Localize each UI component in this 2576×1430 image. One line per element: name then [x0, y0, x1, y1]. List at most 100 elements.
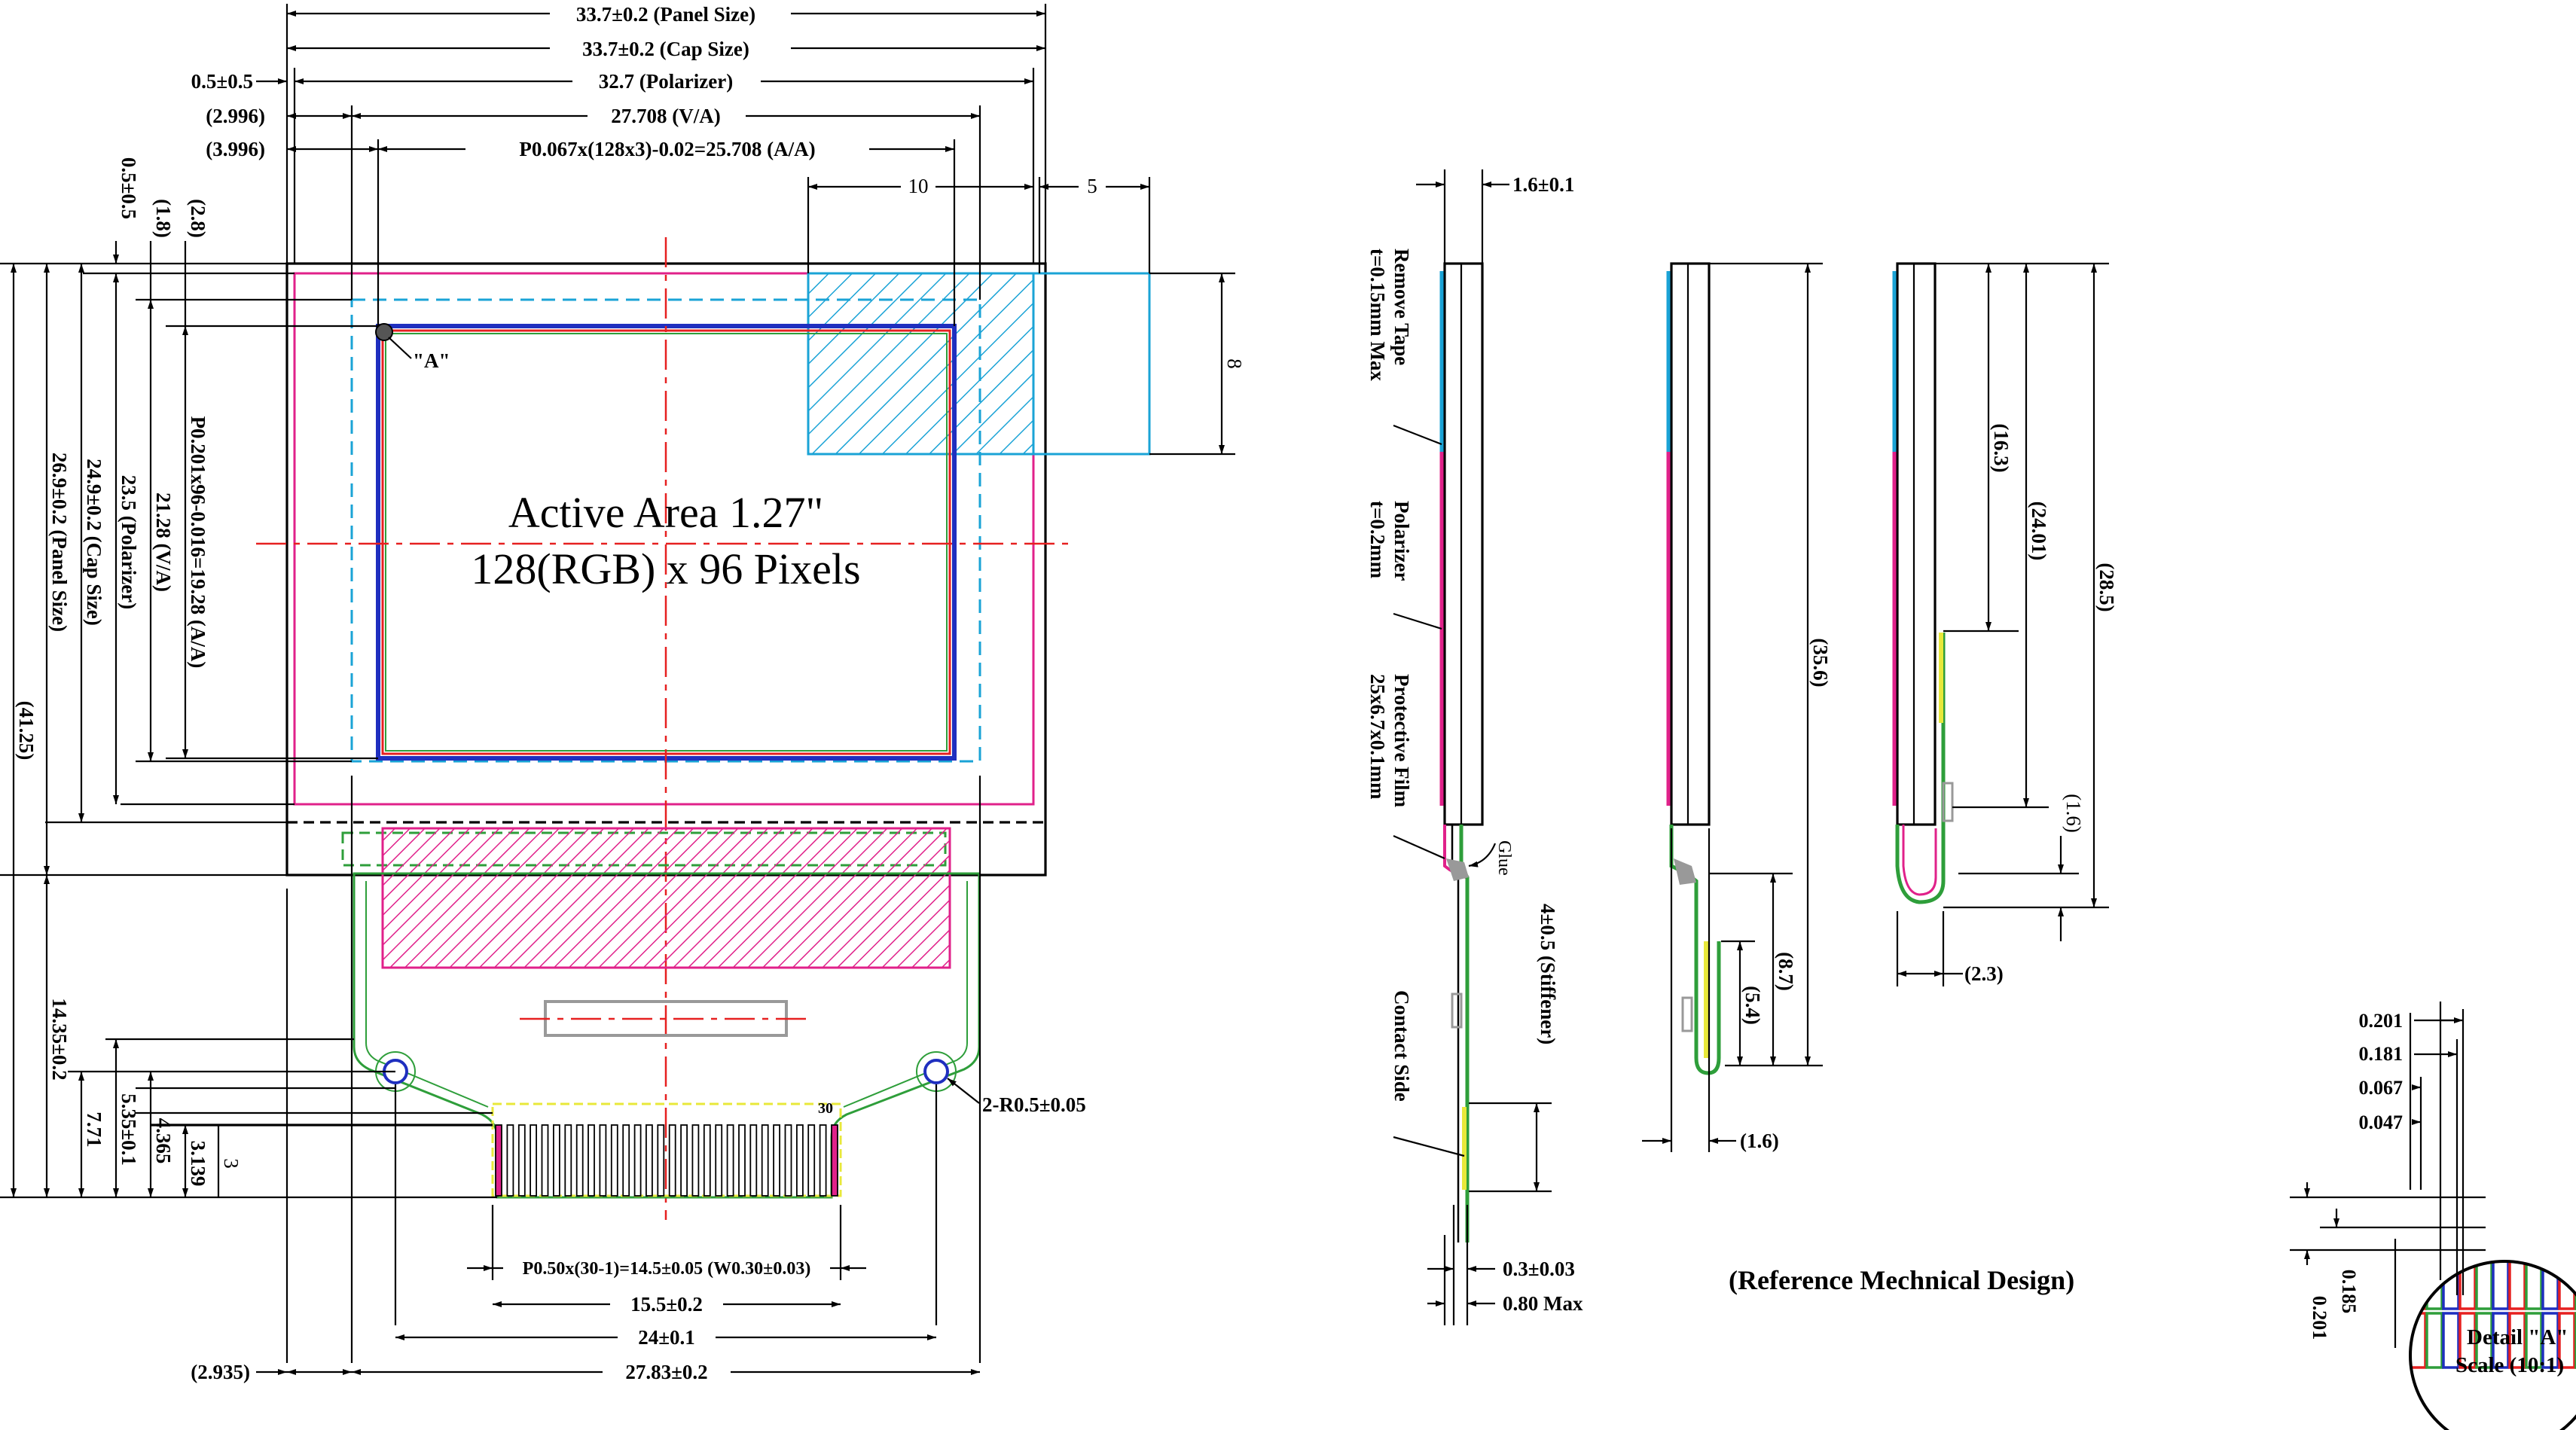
detail-subpixel: [2458, 1312, 2477, 1369]
contact-pin: [657, 1124, 665, 1197]
dim-fpc-535: 5.35±0.1: [118, 1093, 140, 1166]
contact-pad-area: [491, 1102, 842, 1197]
detail-subpixel: [2559, 1196, 2574, 1250]
detail-subpixel: [2410, 1261, 2427, 1310]
contact-pin: [703, 1124, 711, 1197]
dim-cap-width: 33.7±0.2 (Cap Size): [582, 38, 749, 60]
dim-pin-span: 15.5±0.2: [630, 1293, 703, 1316]
detail-subpixel: [2458, 1261, 2477, 1310]
detail-subpixel: [2442, 1312, 2460, 1369]
detail-subpixel: [2477, 1196, 2492, 1250]
contact-pin: [622, 1124, 630, 1197]
contact-pins: [495, 1124, 838, 1197]
detail-subpixel: [2493, 1196, 2508, 1250]
contact-pin: [691, 1124, 700, 1197]
remove-tape-hatch: [807, 272, 1035, 456]
contact-pin: [610, 1124, 618, 1197]
dim-side2-54: (5.4): [1741, 986, 1764, 1025]
dim-side3-285: (28.5): [2095, 563, 2118, 611]
detail-subpixel: [2558, 1312, 2576, 1369]
contact-pin: [773, 1124, 780, 1197]
dimensions-front: 33.7±0.2 (Panel Size) 33.7±0.2 (Cap Size…: [0, 2, 1246, 1383]
dim-aa-width: P0.067x(128x3)-0.02=25.708 (A/A): [519, 138, 815, 160]
detail-dim-v185: 0.185: [2338, 1270, 2360, 1314]
reference-caption: (Reference Mechnical Design): [1729, 1265, 2074, 1295]
dim-cap-height: 24.9±0.2 (Cap Size): [83, 459, 105, 626]
dim-left-top-2: (2.8): [187, 199, 209, 238]
dim-side2-87: (8.7): [1775, 952, 1797, 991]
detail-subpixel: [2492, 1261, 2510, 1310]
label-glue: Glue: [1494, 840, 1514, 876]
contact-pin: [807, 1124, 816, 1197]
detail-subpixel: [2541, 1261, 2559, 1310]
detail-subpixel: [2526, 1196, 2541, 1250]
detail-scale: Scale (10:1): [2455, 1353, 2564, 1377]
label-protective-film-spec: 25x6.7x0.1mm: [1366, 674, 1389, 800]
label-stiffener: 4±0.5 (Stiffener): [1537, 904, 1559, 1044]
label-polarizer-spec: t=0.2mm: [1366, 501, 1389, 579]
front-view: "A" Active Area 1.27" 128(RGB) x 96 Pixe…: [151, 237, 1151, 1220]
dim-fpc-thickness: 0.3±0.03: [1503, 1258, 1575, 1280]
dim-fpc-4365: 4.365: [152, 1118, 175, 1164]
dim-max-thickness: 0.80 Max: [1503, 1292, 1583, 1315]
dim-side3-2401: (24.01): [2028, 502, 2050, 561]
dim-fpc-3139: 3.139: [187, 1141, 209, 1187]
detail-subpixel: [2508, 1261, 2526, 1310]
dim-left-top-1: (1.8): [152, 199, 175, 238]
detail-subpixel: [2510, 1196, 2525, 1250]
contact-pin: [796, 1124, 804, 1197]
dim-pin-pitch: P0.50x(30-1)=14.5±0.05 (W0.30±0.03): [523, 1259, 811, 1279]
dim-fpc-771: 7.71: [83, 1111, 105, 1147]
label-protective-film: Protective Film: [1390, 674, 1413, 808]
label-remove-tape: Remove Tape: [1390, 248, 1413, 365]
dim-pol-height: 23.5 (Polarizer): [118, 475, 140, 609]
contact-pin: [749, 1124, 758, 1197]
dim-panel-height: 26.9±0.2 (Panel Size): [48, 453, 71, 632]
dim-hatch-width: 10: [908, 175, 929, 197]
side-view-2: (35.6) (8.7) (5.4) (1.6): [1642, 262, 1832, 1152]
active-area-resolution: 128(RGB) x 96 Pixels: [471, 544, 860, 593]
detail-dim-067: 0.067: [2359, 1077, 2404, 1099]
dim-panel-width: 33.7±0.2 (Panel Size): [576, 3, 755, 26]
contact-pin: [726, 1124, 734, 1197]
detail-subpixel: [2543, 1196, 2558, 1250]
detail-dim-201: 0.201: [2359, 1010, 2404, 1032]
detail-title: Detail "A": [2467, 1325, 2568, 1349]
dim-side-thickness: 1.6±0.1: [1512, 173, 1574, 196]
dim-side2-height: (35.6): [1809, 638, 1832, 687]
active-area-title: Active Area 1.27": [508, 488, 823, 537]
contact-pin: [819, 1124, 827, 1197]
contact-pin: [761, 1124, 769, 1197]
dim-va-width: 27.708 (V/A): [611, 105, 720, 127]
dim-aa-offset: (3.996): [206, 138, 265, 160]
dim-polarizer-offset: 0.5±0.5: [191, 70, 253, 93]
detail-subpixel: [2475, 1261, 2493, 1310]
dim-polarizer-width: 32.7 (Polarizer): [599, 70, 733, 93]
detail-subpixel: [2425, 1312, 2443, 1369]
dim-side3-16: (1.6): [2062, 794, 2085, 833]
contact-pin: [588, 1124, 595, 1197]
contact-pin: [715, 1124, 723, 1197]
dim-fpc-3: 3: [220, 1158, 243, 1169]
dim-hole-span: 24±0.1: [638, 1326, 695, 1349]
contact-pin: [599, 1124, 607, 1197]
point-a-marker: [375, 323, 393, 341]
dim-side3-163: (16.3): [1990, 423, 2013, 472]
dim-hatch-height: 8: [1223, 358, 1246, 369]
detail-subpixel: [2410, 1196, 2425, 1250]
contact-pin: [541, 1124, 549, 1197]
dim-side2-16: (1.6): [1740, 1130, 1779, 1152]
side-view-3: (16.3) (24.01) (28.5) (1.6) (2.3): [1892, 262, 2118, 986]
side-view-1: 1.6±0.1 Remove Tape t=0.15mm Max Polariz…: [1366, 169, 1583, 1325]
contact-pin: [530, 1124, 537, 1197]
label-contact-side: Contact Side: [1390, 990, 1413, 1102]
contact-pin: [564, 1124, 572, 1197]
dim-fpc-width: 27.83±0.2: [625, 1361, 707, 1383]
fpc-outline: [353, 872, 981, 1199]
detail-subpixel: [2492, 1312, 2510, 1369]
detail-subpixel: [2541, 1312, 2559, 1369]
contact-pin: [633, 1124, 642, 1197]
dim-hatch-side: 5: [1087, 175, 1097, 197]
dim-hole-radius: 2-R0.5±0.05: [982, 1093, 1086, 1116]
